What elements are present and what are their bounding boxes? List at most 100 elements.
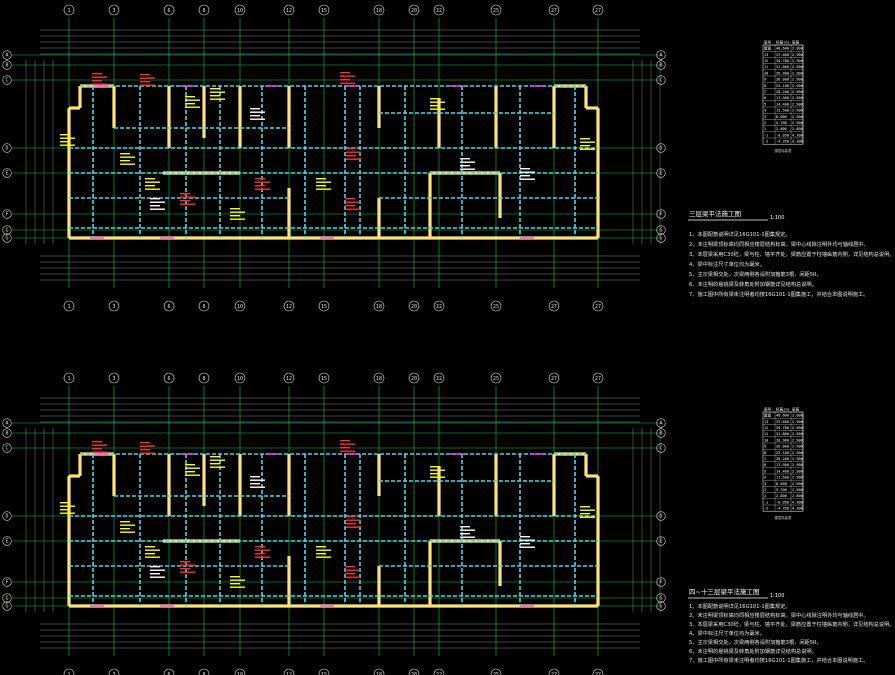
axis-bubble-label: E xyxy=(659,539,662,545)
beam-annotation xyxy=(520,546,535,548)
beam-annotation xyxy=(120,156,135,158)
axis-bubble xyxy=(656,511,666,521)
beam-annotation xyxy=(340,72,350,74)
axis-bubble xyxy=(108,4,120,16)
axis-bubble xyxy=(656,536,666,546)
axis-bubble-label: 3 xyxy=(112,8,115,14)
beam-annotation xyxy=(120,163,135,165)
beam-annotation xyxy=(255,188,270,190)
beam-annotation xyxy=(230,579,245,581)
beam-annotation xyxy=(316,185,326,187)
axis-bubble xyxy=(318,668,330,675)
axis-bubble-label: 10 xyxy=(237,376,243,382)
table-cell: 40.600 xyxy=(776,47,789,51)
axis-bubble-label: 12 xyxy=(286,376,292,382)
axis-bubble-label: 1 xyxy=(67,8,70,14)
beam-annotation xyxy=(180,196,195,198)
beam-annotation xyxy=(120,153,130,155)
axis-bubble xyxy=(592,300,604,312)
table-cell: 5.700 xyxy=(776,121,787,125)
beam-annotation xyxy=(460,526,470,528)
beam-annotation xyxy=(185,99,200,101)
axis-bubble-label: 10 xyxy=(237,304,243,310)
beam-annotation xyxy=(180,193,190,195)
beam-annotation xyxy=(520,175,530,177)
beam-annotation xyxy=(580,141,595,143)
axis-bubble-label: 8 xyxy=(202,672,205,675)
note-line: 3、本层梁采用C30砼，梁与柱、墙平齐处，梁筋应置于柱墙纵筋内侧，详见结构总说明… xyxy=(689,250,894,258)
axis-bubble-label: G xyxy=(5,228,8,234)
table-cell: 26.000 xyxy=(776,78,789,82)
axis-bubble-label: 27 xyxy=(551,376,557,382)
axis-bubble-label: 18 xyxy=(376,376,382,382)
table-cell: 13 xyxy=(764,420,768,424)
axis-bubble-label: F xyxy=(5,580,8,586)
beam-annotation xyxy=(430,473,440,475)
axis-bubble xyxy=(2,75,12,85)
beam-annotation xyxy=(430,105,440,107)
table-cell: 2.900 xyxy=(792,476,803,480)
table-cell: 13 xyxy=(764,53,768,57)
beam-annotation xyxy=(185,471,195,473)
table-cell: 2.900 xyxy=(792,432,803,436)
axis-bubble-label: G xyxy=(659,228,662,234)
axis-bubble-label: 27 xyxy=(595,8,601,14)
beam-annotation xyxy=(430,476,445,478)
beam-annotation xyxy=(145,178,155,180)
beam-annotation xyxy=(185,96,195,98)
axis-bubble-label: 8 xyxy=(202,376,205,382)
table-cell: 3 xyxy=(764,482,766,486)
beam-annotation xyxy=(250,108,260,110)
axis-bubble xyxy=(2,601,12,611)
table-cell: 6 xyxy=(764,96,766,100)
beam-annotation xyxy=(150,569,165,571)
axis-bubble xyxy=(108,668,120,675)
axis-bubble xyxy=(592,372,604,384)
table-cell: 1 xyxy=(764,127,766,131)
table-cell: 23.100 xyxy=(776,451,789,455)
beam-annotation xyxy=(230,215,240,217)
axis-bubble-label: C xyxy=(659,78,662,84)
axis-bubble-label: F xyxy=(659,212,662,218)
axis-bubble xyxy=(2,593,12,603)
plan-title-block-bottom: 四~十三层梁平法施工图 1:100 1、本图配筋说明详见16G101-1图集规定… xyxy=(688,587,894,664)
axis-bubble xyxy=(656,233,666,243)
axis-bubble-label: 15 xyxy=(321,376,327,382)
beam-annotation xyxy=(345,569,360,571)
table-cell: 2.900 xyxy=(792,71,803,75)
table-cell: 2.900 xyxy=(792,96,803,100)
axis-bubble-label: 12 xyxy=(286,8,292,14)
table-cell: 20.200 xyxy=(776,90,789,94)
beam-annotation xyxy=(140,442,150,444)
table-cell: 14.400 xyxy=(776,469,789,473)
table-cell: 4 xyxy=(764,109,766,113)
axis-bubble-label: 10 xyxy=(237,672,243,675)
beam-annotation xyxy=(210,95,220,97)
axis-bubble xyxy=(408,300,420,312)
axis-bubble xyxy=(2,168,12,178)
axis-bubble-label: 15 xyxy=(321,304,327,310)
axis-bubble-label: 18 xyxy=(376,8,382,14)
note-line: 3、本层梁采用C30砼，梁与柱、墙平齐处，梁筋应置于柱墙纵筋内侧，详见结构总说明… xyxy=(689,620,894,628)
axis-bubble xyxy=(108,372,120,384)
axis-bubble xyxy=(408,4,420,16)
beam-annotation xyxy=(250,118,265,120)
axis-bubble-label: 10 xyxy=(237,8,243,14)
table-cell: 17.300 xyxy=(776,463,789,467)
beam-annotation xyxy=(92,448,102,450)
axis-bubble-label: A xyxy=(659,53,662,59)
beam-annotation xyxy=(460,533,470,535)
table-cell: 屋面 xyxy=(764,46,772,51)
beam-annotation xyxy=(250,476,260,478)
table-cell: 26.000 xyxy=(776,445,789,449)
beam-annotation xyxy=(580,148,595,150)
table-cell: 37.600 xyxy=(776,53,789,57)
beam-annotation xyxy=(255,181,270,183)
table-cell: 屋面 xyxy=(764,413,772,418)
axis-bubble-label: 3 xyxy=(112,304,115,310)
beam-annotation xyxy=(250,483,260,485)
beam-annotation xyxy=(345,576,360,578)
beam-annotation xyxy=(430,101,445,103)
floor-plan-4th-13th-level: 1133668810101212151518182020222225252727… xyxy=(2,372,666,675)
